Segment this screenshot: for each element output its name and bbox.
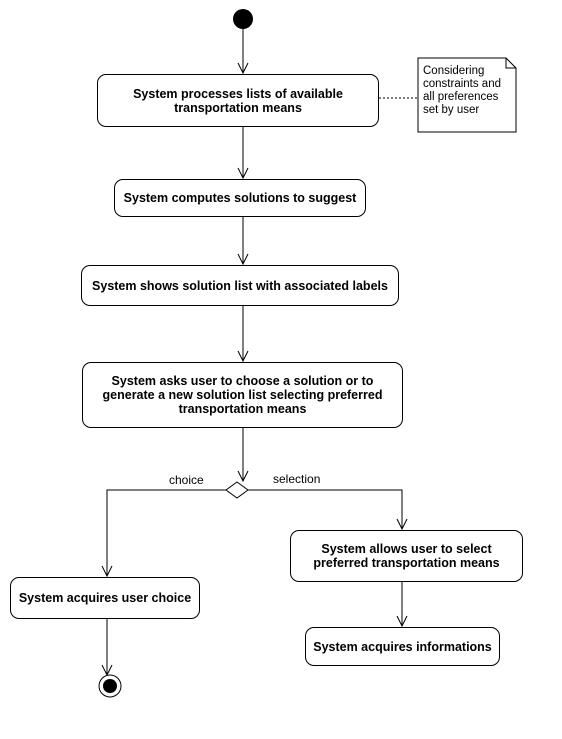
action-acquire-choice-label: System acquires user choice (18, 591, 192, 605)
note-shape (417, 57, 517, 133)
action-acquire-choice: System acquires user choice (10, 577, 200, 619)
note-text: Considering constraints and all preferen… (423, 65, 501, 116)
action-acquire-info-label: System acquires informations (313, 639, 492, 654)
action-ask-user: System asks user to choose a solution or… (82, 362, 403, 428)
action-compute-solutions-label: System computes solutions to suggest (123, 191, 357, 205)
action-process-lists: System processes lists of available tran… (97, 74, 379, 127)
edge-decision-choice (107, 489, 226, 576)
guard-choice-label: choice (169, 473, 204, 487)
action-show-list-label: System shows solution list with associat… (92, 278, 388, 293)
guard-selection-label: selection (273, 472, 321, 486)
decision-node (225, 481, 249, 499)
action-ask-user-label: System asks user to choose a solution or… (102, 374, 383, 416)
action-show-list: System shows solution list with associat… (81, 265, 399, 306)
final-node-inner (103, 679, 117, 693)
initial-node (233, 9, 253, 29)
edge-decision-selection (248, 489, 402, 529)
action-allow-select-label: System allows user to select preferred t… (313, 542, 500, 570)
action-process-lists-label: System processes lists of available tran… (133, 86, 343, 115)
note-fold (505, 58, 516, 69)
action-compute-solutions: System computes solutions to suggest (114, 179, 366, 217)
action-acquire-info: System acquires informations (305, 627, 500, 666)
action-allow-select: System allows user to select preferred t… (290, 530, 523, 582)
